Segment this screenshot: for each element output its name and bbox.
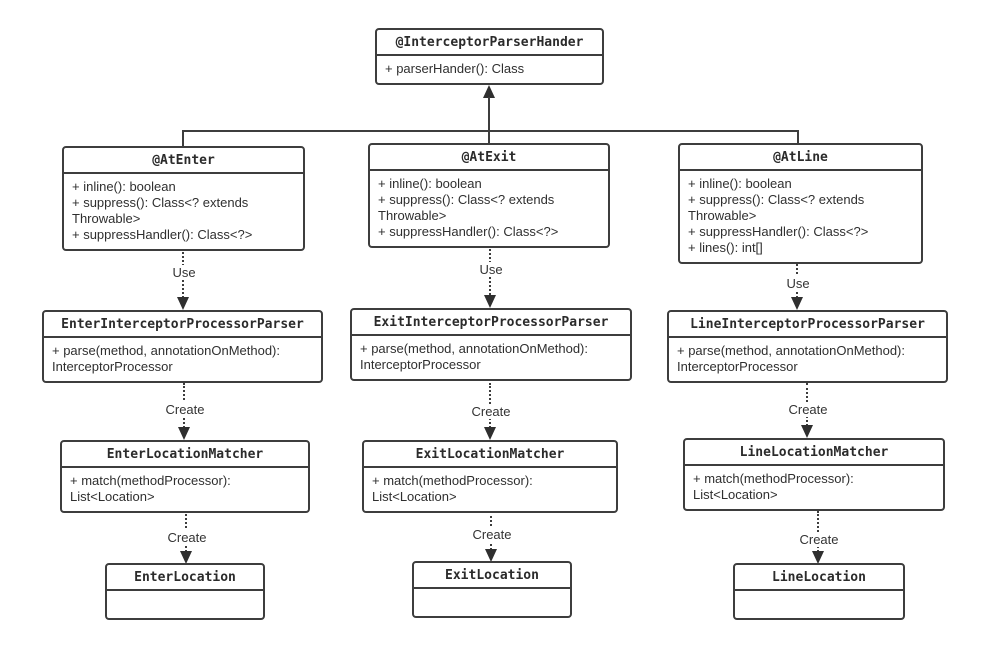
edge-label-use: Use <box>476 262 506 277</box>
edge-label-create: Create <box>785 402 831 417</box>
class-title: EnterLocationMatcher <box>62 442 308 468</box>
arrow-up-icon <box>483 85 495 98</box>
edge-label-create: Create <box>162 402 208 417</box>
inheritance-line <box>183 130 799 132</box>
edge-label-create: Create <box>164 530 210 545</box>
method: + parse(method, annotationOnMethod): Int… <box>677 343 906 374</box>
arrow-down-icon <box>812 551 824 564</box>
arrow-down-icon <box>178 427 190 440</box>
method: + match(methodProcessor): List<Location> <box>70 473 231 504</box>
inheritance-line <box>797 130 799 143</box>
method: + suppress(): Class<? extends Throwable> <box>688 192 865 223</box>
method: + parse(method, annotationOnMethod): Int… <box>360 341 589 372</box>
edge-label-use: Use <box>169 265 199 280</box>
class-title: ExitLocation <box>414 563 570 589</box>
edge-label-create: Create <box>469 527 515 542</box>
class-enter-interceptor-processor-parser: EnterInterceptorProcessorParser + parse(… <box>42 310 323 383</box>
class-title: @AtEnter <box>64 148 303 174</box>
method: + suppressHandler(): Class<?> <box>72 227 253 242</box>
method: + match(methodProcessor): List<Location> <box>372 473 533 504</box>
class-exit-location-matcher: ExitLocationMatcher + match(methodProces… <box>362 440 618 513</box>
class-title: LineLocation <box>735 565 903 591</box>
class-methods: + parse(method, annotationOnMethod): Int… <box>669 338 946 381</box>
method: + match(methodProcessor): List<Location> <box>693 471 854 502</box>
class-title: @InterceptorParserHander <box>377 30 602 56</box>
class-methods: + parse(method, annotationOnMethod): Int… <box>352 336 630 379</box>
arrow-down-icon <box>180 551 192 564</box>
class-line-location: LineLocation <box>733 563 905 620</box>
class-title: EnterLocation <box>107 565 263 591</box>
class-enter-location-matcher: EnterLocationMatcher + match(methodProce… <box>60 440 310 513</box>
class-title: @AtLine <box>680 145 921 171</box>
class-methods: + inline(): boolean + suppress(): Class<… <box>64 174 303 249</box>
arrow-down-icon <box>484 427 496 440</box>
class-methods-empty <box>414 589 570 616</box>
class-at-enter: @AtEnter + inline(): boolean + suppress(… <box>62 146 305 251</box>
edge-label-create: Create <box>468 404 514 419</box>
class-methods-empty <box>735 591 903 618</box>
edge-label-create: Create <box>796 532 842 547</box>
method: + parse(method, annotationOnMethod): Int… <box>52 343 281 374</box>
inheritance-line <box>488 97 490 131</box>
class-title: @AtExit <box>370 145 608 171</box>
arrow-down-icon <box>177 297 189 310</box>
class-title: ExitInterceptorProcessorParser <box>352 310 630 336</box>
class-exit-location: ExitLocation <box>412 561 572 618</box>
arrow-down-icon <box>484 295 496 308</box>
method: + suppressHandler(): Class<?> <box>688 224 869 239</box>
inheritance-line <box>182 130 184 146</box>
method: + inline(): boolean <box>688 176 792 191</box>
edge-label-use: Use <box>783 276 813 291</box>
method: + lines(): int[] <box>688 240 763 255</box>
arrow-down-icon <box>485 549 497 562</box>
class-methods: + inline(): boolean + suppress(): Class<… <box>370 171 608 246</box>
arrow-down-icon <box>791 297 803 310</box>
method: + inline(): boolean <box>378 176 482 191</box>
class-methods-empty <box>107 591 263 618</box>
class-enter-location: EnterLocation <box>105 563 265 620</box>
class-methods: + parserHander(): Class <box>377 56 602 83</box>
inheritance-line <box>488 130 490 143</box>
class-methods: + match(methodProcessor): List<Location> <box>62 468 308 511</box>
class-methods: + match(methodProcessor): List<Location> <box>685 466 943 509</box>
class-title: ExitLocationMatcher <box>364 442 616 468</box>
class-interceptor-parser-hander: @InterceptorParserHander + parserHander(… <box>375 28 604 85</box>
class-title: LineLocationMatcher <box>685 440 943 466</box>
class-title: LineInterceptorProcessorParser <box>669 312 946 338</box>
create-line <box>817 511 819 552</box>
class-at-exit: @AtExit + inline(): boolean + suppress()… <box>368 143 610 248</box>
method: + suppress(): Class<? extends Throwable> <box>378 192 555 223</box>
arrow-down-icon <box>801 425 813 438</box>
method: + inline(): boolean <box>72 179 176 194</box>
class-line-interceptor-processor-parser: LineInterceptorProcessorParser + parse(m… <box>667 310 948 383</box>
class-methods: + inline(): boolean + suppress(): Class<… <box>680 171 921 262</box>
class-title: EnterInterceptorProcessorParser <box>44 312 321 338</box>
class-methods: + parse(method, annotationOnMethod): Int… <box>44 338 321 381</box>
class-exit-interceptor-processor-parser: ExitInterceptorProcessorParser + parse(m… <box>350 308 632 381</box>
class-line-location-matcher: LineLocationMatcher + match(methodProces… <box>683 438 945 511</box>
method: + suppress(): Class<? extends Throwable> <box>72 195 249 226</box>
class-at-line: @AtLine + inline(): boolean + suppress()… <box>678 143 923 264</box>
method: + parserHander(): Class <box>385 61 525 76</box>
method: + suppressHandler(): Class<?> <box>378 224 559 239</box>
class-methods: + match(methodProcessor): List<Location> <box>364 468 616 511</box>
